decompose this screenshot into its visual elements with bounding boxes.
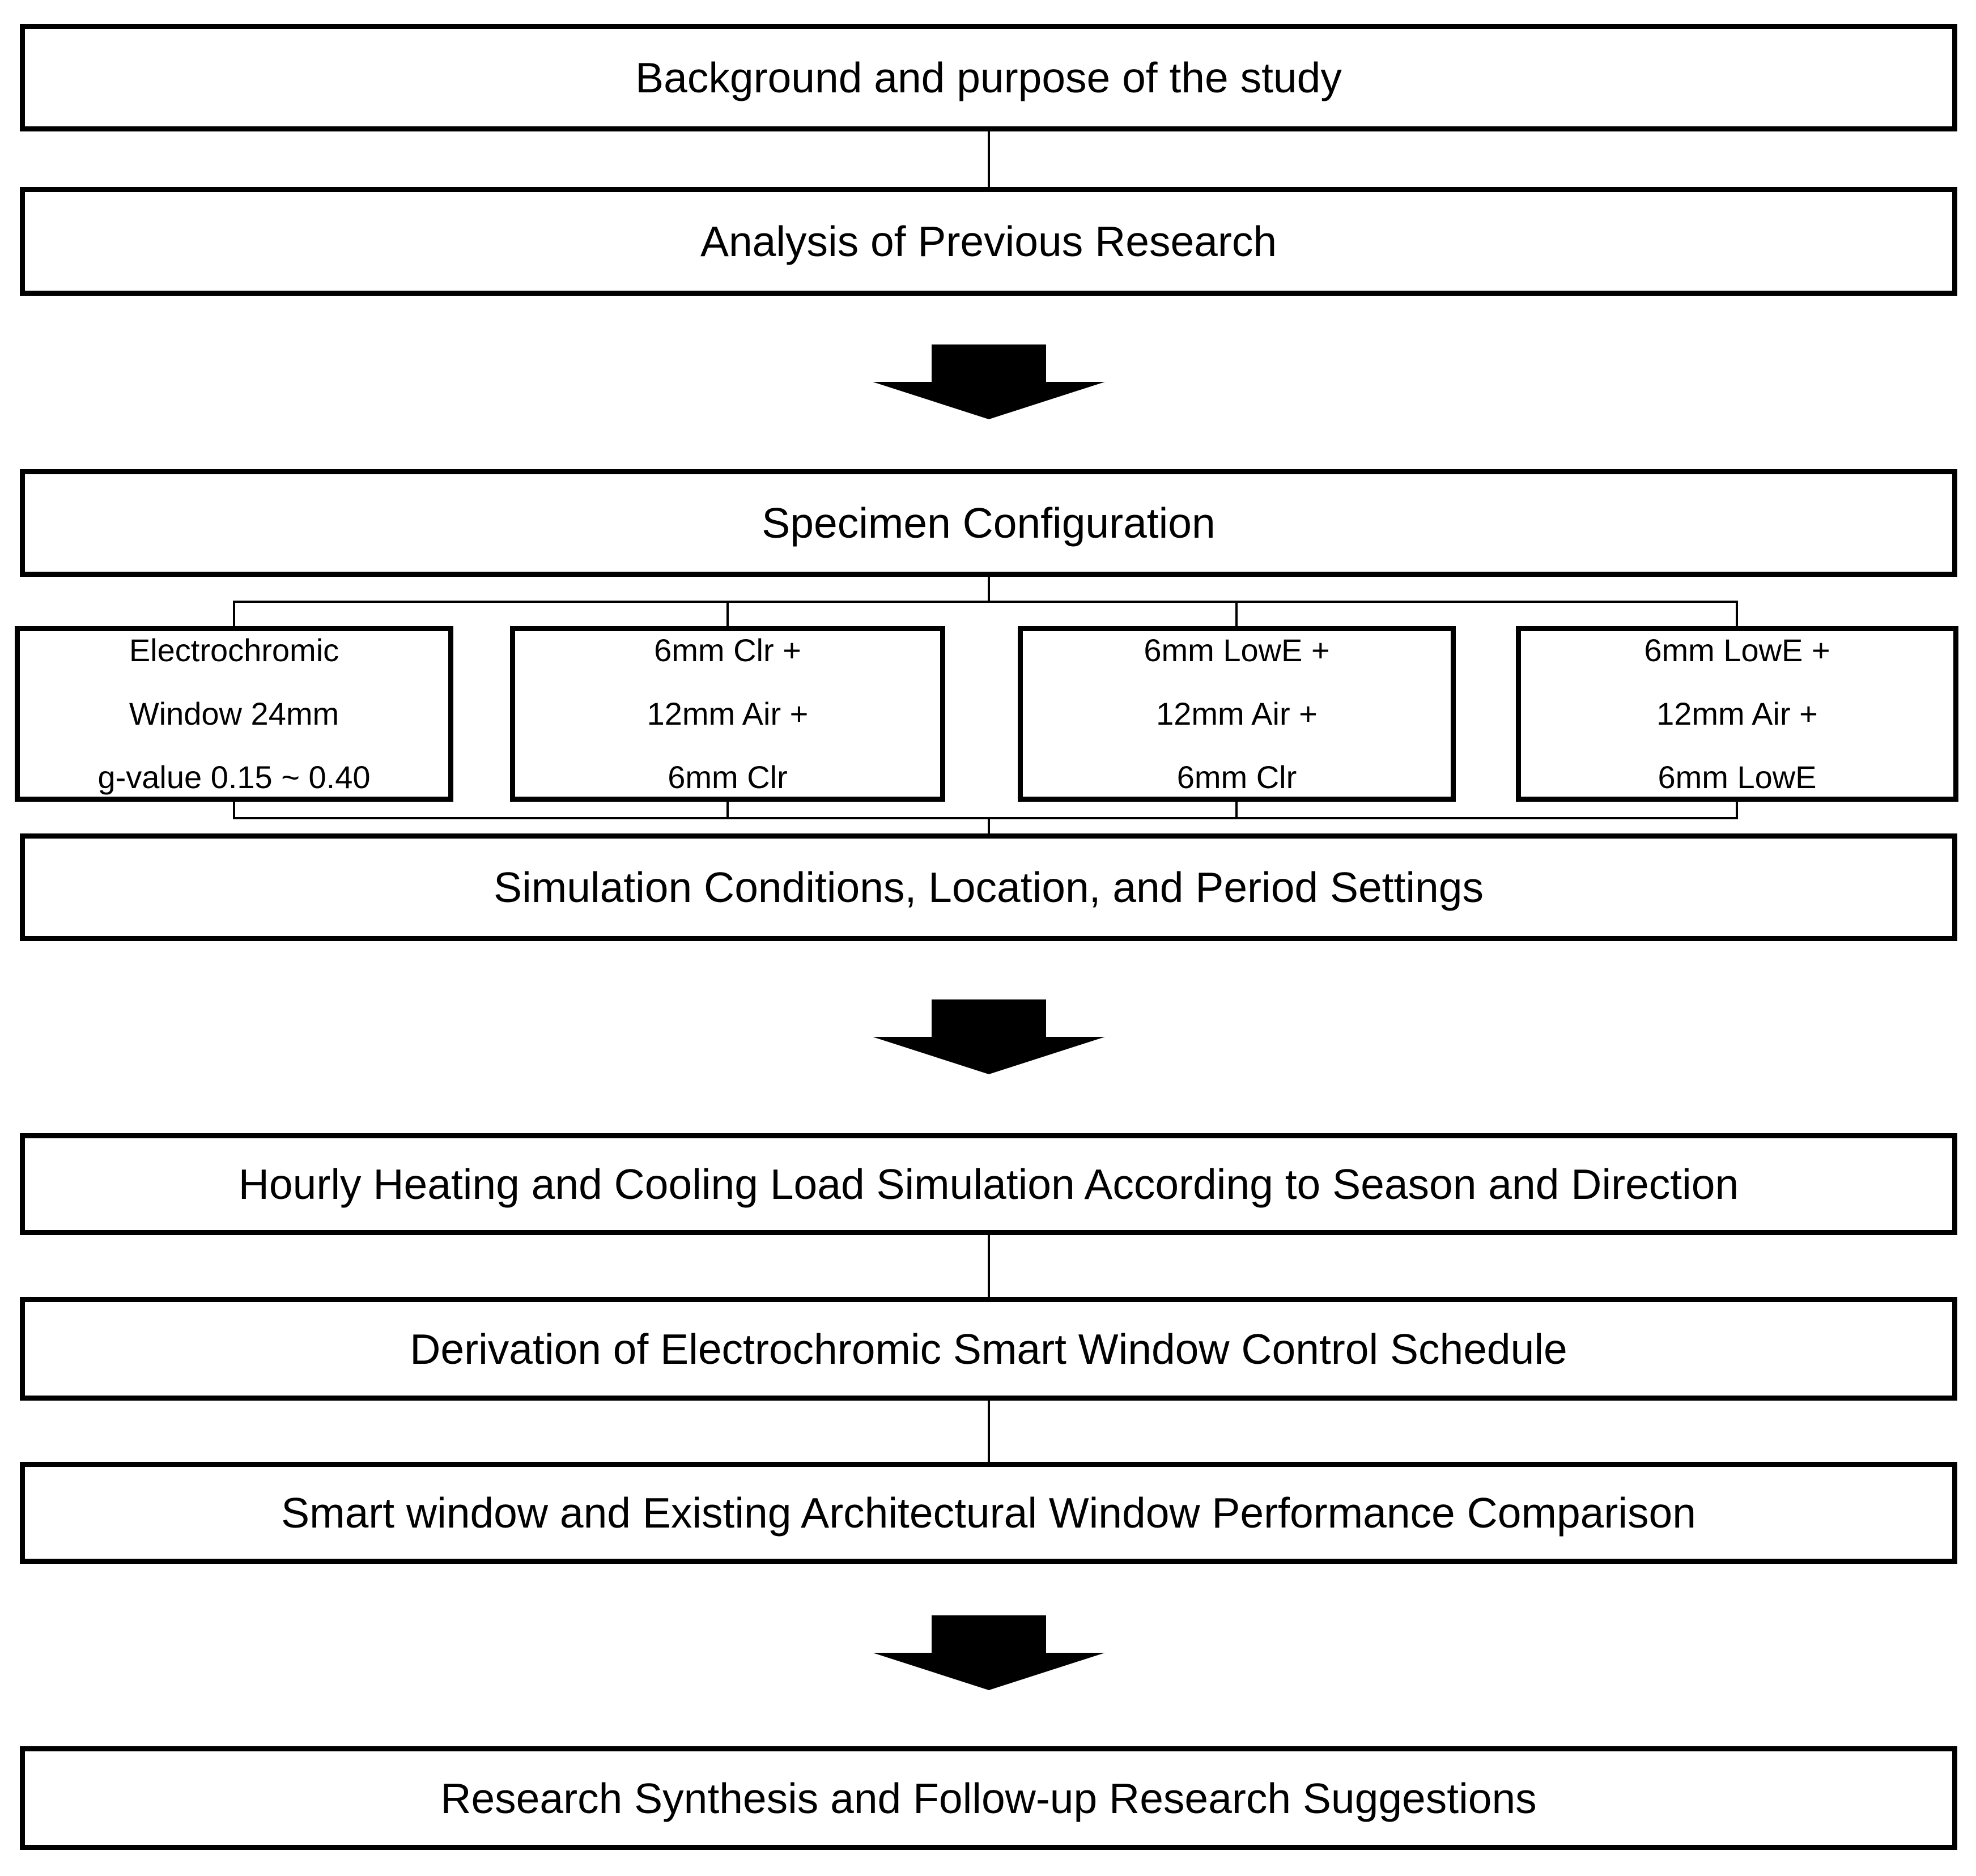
connector-line [988,1234,990,1298]
specimen-line: 12mm Air + [647,696,809,731]
flow-box-simulation-conditions: Simulation Conditions, Location, and Per… [20,833,1957,941]
flow-box-hourly-load-simulation: Hourly Heating and Cooling Load Simulati… [20,1133,1957,1235]
connector-drop [726,601,729,627]
connector-drop [1235,601,1238,627]
flow-box-label: Research Synthesis and Follow-up Researc… [440,1774,1537,1822]
down-arrow-stem [932,999,1046,1037]
flow-box-label: Derivation of Electrochromic Smart Windo… [410,1325,1567,1373]
flow-box-label: Simulation Conditions, Location, and Per… [494,863,1484,911]
flow-box-label: Specimen Configuration [762,499,1216,547]
specimen-line: 6mm Clr + [654,632,801,668]
flow-box-specimen-configuration: Specimen Configuration [20,469,1957,577]
flow-box-research-synthesis: Research Synthesis and Follow-up Researc… [20,1746,1957,1850]
flow-box-performance-comparison: Smart window and Existing Architectural … [20,1462,1957,1564]
specimen-box-lowe-air-lowe: 6mm LowE + 12mm Air + 6mm LowE [1516,626,1958,802]
connector-rise [1235,801,1238,818]
flow-box-label: Smart window and Existing Architectural … [281,1489,1696,1537]
specimen-box-clr-air-clr: 6mm Clr + 12mm Air + 6mm Clr [510,626,945,802]
specimen-line: 6mm Clr [668,759,788,795]
specimen-line: Window 24mm [129,696,339,731]
connector-rise [726,801,729,818]
down-arrow-head [873,1653,1105,1690]
specimen-box-lowe-air-clr: 6mm LowE + 12mm Air + 6mm Clr [1018,626,1456,802]
connector-rise [233,801,235,818]
specimen-line: 6mm LowE [1658,759,1817,795]
specimen-line: 12mm Air + [1156,696,1318,731]
connector-stub [988,818,990,835]
specimen-line: 6mm LowE + [1644,632,1830,668]
connector-line [988,1398,990,1463]
connector-stub [988,576,990,603]
connector-drop [1736,601,1738,627]
connector-drop [233,601,235,627]
down-arrow-icon [873,999,1105,1074]
specimen-line: 6mm LowE + [1144,632,1330,668]
down-arrow-icon [873,1615,1105,1690]
flow-box-label: Analysis of Previous Research [700,218,1277,265]
collector-line [233,817,1738,819]
down-arrow-head [873,1037,1105,1074]
flow-box-label: Hourly Heating and Cooling Load Simulati… [238,1160,1739,1208]
flow-box-previous-research: Analysis of Previous Research [20,187,1957,296]
distribution-line [233,601,1738,603]
flow-box-control-schedule: Derivation of Electrochromic Smart Windo… [20,1297,1957,1401]
connector-line [988,131,990,187]
down-arrow-stem [932,344,1046,382]
specimen-line: Electrochromic [129,632,339,668]
connector-rise [1736,801,1738,818]
down-arrow-stem [932,1615,1046,1653]
down-arrow-icon [873,344,1105,419]
specimen-box-electrochromic: Electrochromic Window 24mm g-value 0.15 … [15,626,453,802]
flow-box-label: Background and purpose of the study [635,54,1342,101]
down-arrow-head [873,382,1105,419]
flow-box-background-purpose: Background and purpose of the study [20,24,1957,131]
specimen-line: 6mm Clr [1176,759,1297,795]
specimen-line: g-value 0.15 ~ 0.40 [97,759,371,795]
specimen-line: 12mm Air + [1656,696,1818,731]
